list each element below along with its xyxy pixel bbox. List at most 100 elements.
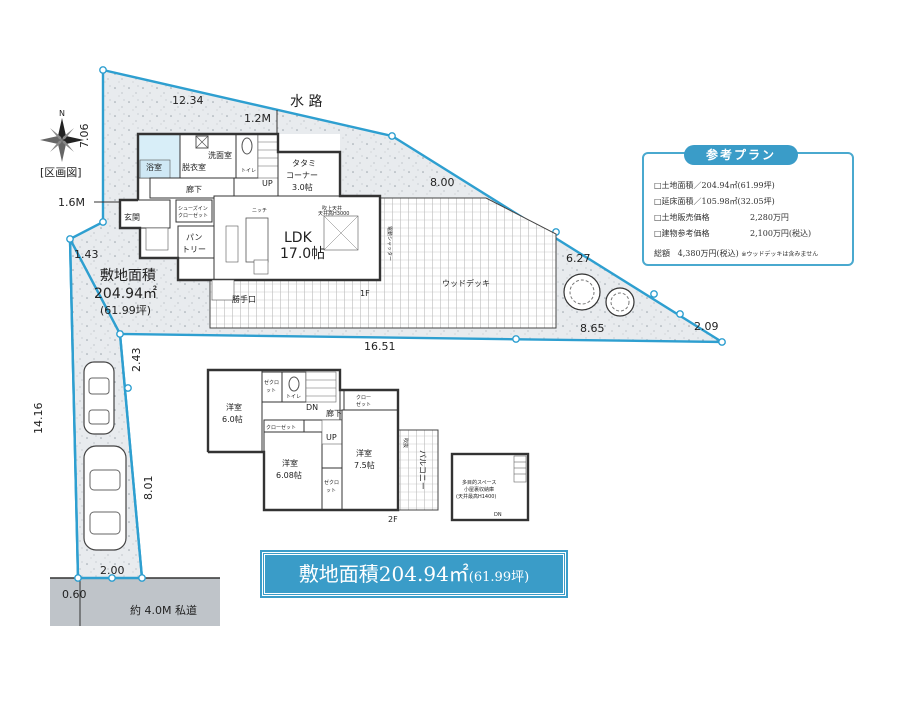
floor2-label: 2F [388,515,398,524]
dim-bottom: 2.00 [100,564,125,577]
loft-label-3: (天井最高H1400) [456,493,496,500]
car-icon [83,445,127,551]
plan-total-label: 総額 [654,249,670,258]
balcony-label: バルコニー [418,450,427,490]
hall-label: 廊下 [186,184,202,194]
dim-bottom-right: 8.65 [580,322,605,335]
plan-row: □土地販売価格 2,280万円 [654,212,789,223]
plan-row-label: □土地面積／204.94㎡(61.99坪) [654,181,775,190]
plan-row-label: □土地販売価格 [654,213,710,222]
plan-row-value: 2,100万円(税込) [750,229,812,238]
tatami-size: 3.0帖 [292,182,313,192]
back-door-label: 勝手口 [232,294,256,304]
tree-icon [605,287,635,317]
dim-right-upper: 8.00 [430,176,455,189]
closet-b-label-2: ゼット [356,401,371,408]
floor1-plan: 浴室 脱衣室 洗面室 トイレ タタミ コーナー 3.0帖 UP 廊下 玄関 シュ… [118,132,557,329]
room3-label: 洋室 [356,448,372,458]
pantry-label-2: トリー [182,245,206,254]
shoe-closet-label: シューズイン [178,205,208,212]
room3-size: 7.5帖 [354,460,375,470]
pantry [177,225,215,259]
plan-total: 総額 4,380万円(税込) ※ウッドデッキは含みません [654,248,818,259]
ldk-size: 17.0帖 [280,246,325,262]
wood-deck-label: ウッドデッキ [442,278,490,288]
loft-label-2: 小屋裏収納庫 [464,486,494,493]
toilet-label: トイレ [241,168,256,174]
dim-lower-right: 8.01 [142,476,155,501]
tatami-label: タタミ [292,159,316,168]
closet-c-label: クローゼット [266,424,296,431]
room2-size: 6.08帖 [276,470,302,480]
closet-a [261,371,283,403]
western-room-3 [341,409,399,511]
toilet-2f-label: トイレ [286,394,301,400]
plan-total-value: 4,380万円(税込) [677,249,739,258]
stairs-dn-label: DN [306,403,318,412]
plan-row-label: □延床面積／105.98㎡(32.05坪) [654,197,775,206]
tatami-label-2: コーナー [286,171,318,180]
dim-lower-right-top: 2.43 [130,348,143,373]
room1-size: 6.0帖 [222,414,243,424]
closet-d-label-2: ット [326,488,336,494]
dressing-label: 脱衣室 [182,162,206,172]
dim-corner: 0.60 [62,588,87,601]
floor1-label: 1F [360,289,370,298]
district-map-label: [区画図] [40,166,82,179]
svg-text:N: N [59,109,65,118]
road-label: 約 4.0M 私道 [130,603,197,617]
reference-plan-box: 参考プラン □土地面積／204.94㎡(61.99坪) □延床面積／105.98… [642,145,854,266]
floor2-plan: 洋室 6.0帖 ゼクロ ット トイレ DN 廊下 クロー ゼット クローゼット … [206,368,530,524]
ldk-room [213,195,381,281]
closet-b-label: クロー [356,395,371,401]
ldk-label: LDK [284,230,313,246]
dim-top: 12.34 [172,94,204,107]
room2-label: 洋室 [282,458,298,468]
lot-area-title: 敷地面積 [100,268,156,284]
ceiling-height-label: 天井高H3000 [318,210,350,217]
vent-label: 吹抜 [402,438,409,448]
dim-setback-north: 1.2M [244,112,271,125]
boundary-markers [66,66,726,582]
entrance-label: 玄関 [124,212,140,222]
loft-label: 多目的スペース [462,479,496,486]
dim-right-mid: 6.27 [566,252,591,265]
plan-row: □土地面積／204.94㎡(61.99坪) [654,180,775,191]
lot-area-tsubo: (61.99坪) [100,304,151,317]
stairs-up-2f-label: UP [326,433,337,442]
waterway-label: 水 路 [290,94,322,110]
shutter-label: 電動シャッター [386,226,393,261]
shoe-closet-label-2: クローゼット [178,212,208,219]
plan-row: □建物参考価格 2,100万円(税込) [654,228,811,239]
dim-lower-left: 14.16 [32,403,45,435]
stairs-up-label: UP [262,179,273,188]
lot-area-value: 204.94㎡ [94,286,157,302]
loft-dn-label: DN [494,512,502,518]
reference-plan-title: 参考プラン [684,145,798,165]
shoe-closet [175,199,213,223]
plan-row: □延床面積／105.98㎡(32.05坪) [654,196,775,207]
bath-label: 浴室 [146,162,162,172]
banner-area-text: 敷地面積204.94㎡ [298,562,469,586]
dim-right-corner: 2.09 [694,320,719,333]
north-compass-icon: N [40,109,84,162]
tatami-corner [277,151,341,197]
hallway-1f [149,177,235,199]
private-road [50,578,220,626]
western-room-1 [207,369,263,453]
room1-label: 洋室 [226,402,242,412]
ceiling-label: 吹上天井 [322,205,342,212]
hall-2f-label: 廊下 [326,408,342,418]
plan-total-note: ※ウッドデッキは含みません [741,251,819,258]
niche-label: ニッチ [252,208,267,214]
washroom-label: 洗面室 [208,150,232,160]
closet-a-label-2: ット [266,388,276,394]
plan-row-label: □建物参考価格 [654,229,710,238]
tree-icon [563,273,601,311]
closet-a-label: ゼクロ [264,379,279,386]
dim-left-step: 1.43 [74,248,99,261]
closet-d-label: ゼクロ [324,479,339,486]
lot-area-banner: 敷地面積204.94㎡(61.99坪) [260,550,568,598]
